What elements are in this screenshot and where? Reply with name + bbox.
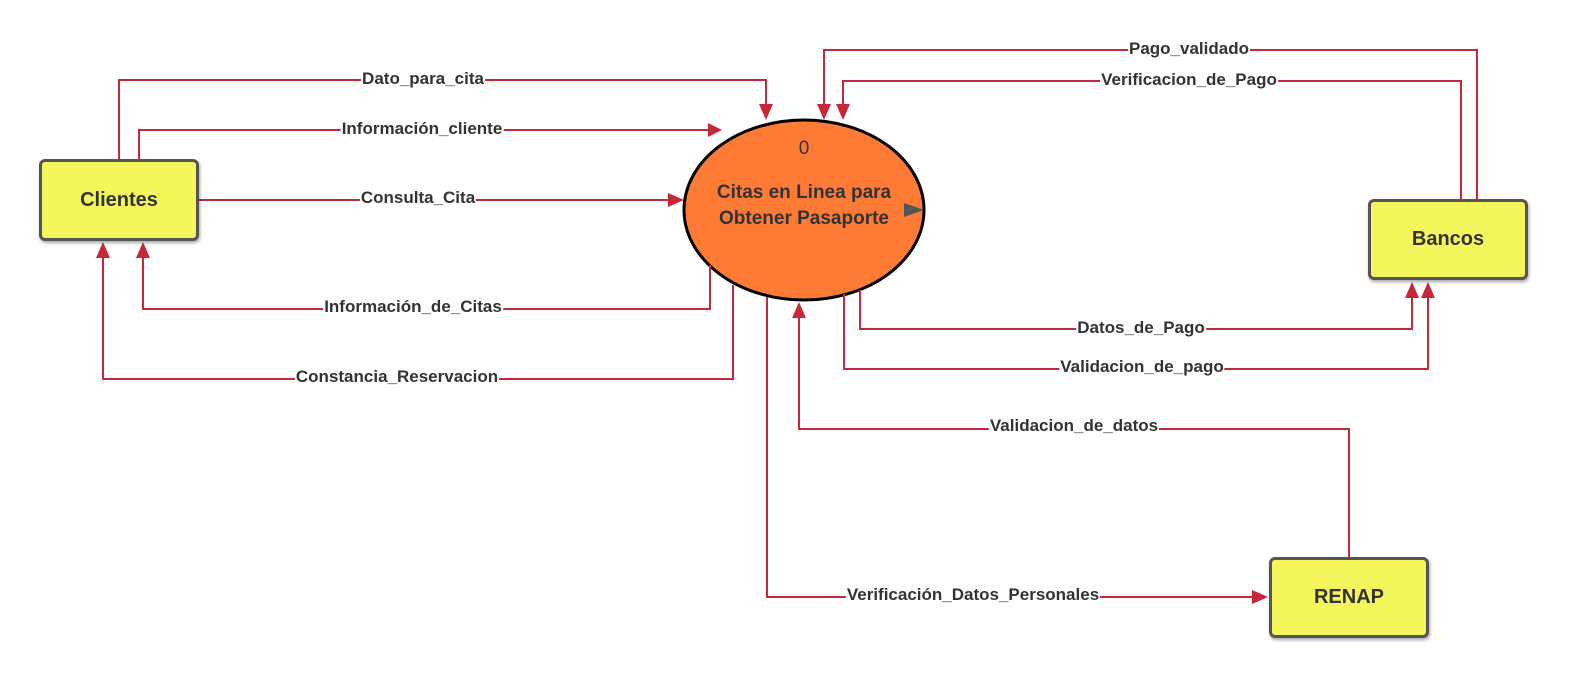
flow-line-verificacion-datos-personales[interactable] (766, 297, 1252, 598)
entity-label-clientes: Clientes (80, 188, 158, 211)
flow-arrowhead (1252, 590, 1268, 604)
flow-arrowhead (96, 242, 110, 258)
flow-label-dato-para-cita: Dato_para_cita (361, 69, 485, 89)
flow-line-validacion-de-datos[interactable] (798, 318, 1350, 557)
flow-label-consulta-cita: Consulta_Cita (359, 188, 477, 208)
flow-label-constancia-reservacion: Constancia_Reservacion (294, 367, 500, 387)
flow-line-informacion-cliente[interactable] (138, 129, 708, 159)
flow-arrowhead (136, 242, 150, 258)
flow-arrowhead (836, 104, 850, 120)
flow-label-datos-de-pago: Datos_de_Pago (1076, 318, 1206, 338)
entity-clientes[interactable]: Clientes (39, 159, 199, 241)
flow-arrowhead (668, 193, 684, 207)
flow-label-verificacion-datos-personales: Verificación_Datos_Personales (845, 585, 1101, 605)
flow-arrowhead (792, 302, 806, 318)
process-number: 0 (798, 138, 810, 159)
entity-label-bancos: Bancos (1411, 228, 1485, 250)
process-inner-arrowhead (904, 203, 924, 217)
flow-label-pago-validado: Pago_validado (1128, 39, 1250, 59)
flow-arrowhead (817, 104, 831, 120)
flow-line-constancia-reservacion[interactable] (102, 258, 734, 380)
flow-arrowhead (759, 104, 773, 120)
flow-label-verificacion-de-pago: Verificacion_de_Pago (1100, 70, 1278, 90)
flow-label-informacion-cliente: Información_cliente (340, 119, 504, 139)
flow-label-informacion-de-citas: Información_de_Citas (323, 297, 503, 317)
entity-label-renap: RENAP (1313, 586, 1384, 608)
entity-bancos[interactable]: Bancos (1368, 199, 1528, 280)
flow-arrowhead (1405, 282, 1419, 298)
entity-renap[interactable]: RENAP (1269, 557, 1429, 638)
flow-arrowhead (708, 123, 722, 137)
process-title: Citas en Linea para Obtener Pasaporte (716, 182, 892, 229)
flow-label-validacion-de-datos: Validacion_de_datos (988, 416, 1160, 436)
flow-line-verificacion-de-pago[interactable] (842, 80, 1462, 199)
flow-label-validacion-de-pago: Validacion_de_pago (1059, 357, 1225, 377)
flow-arrowhead (1421, 282, 1435, 298)
